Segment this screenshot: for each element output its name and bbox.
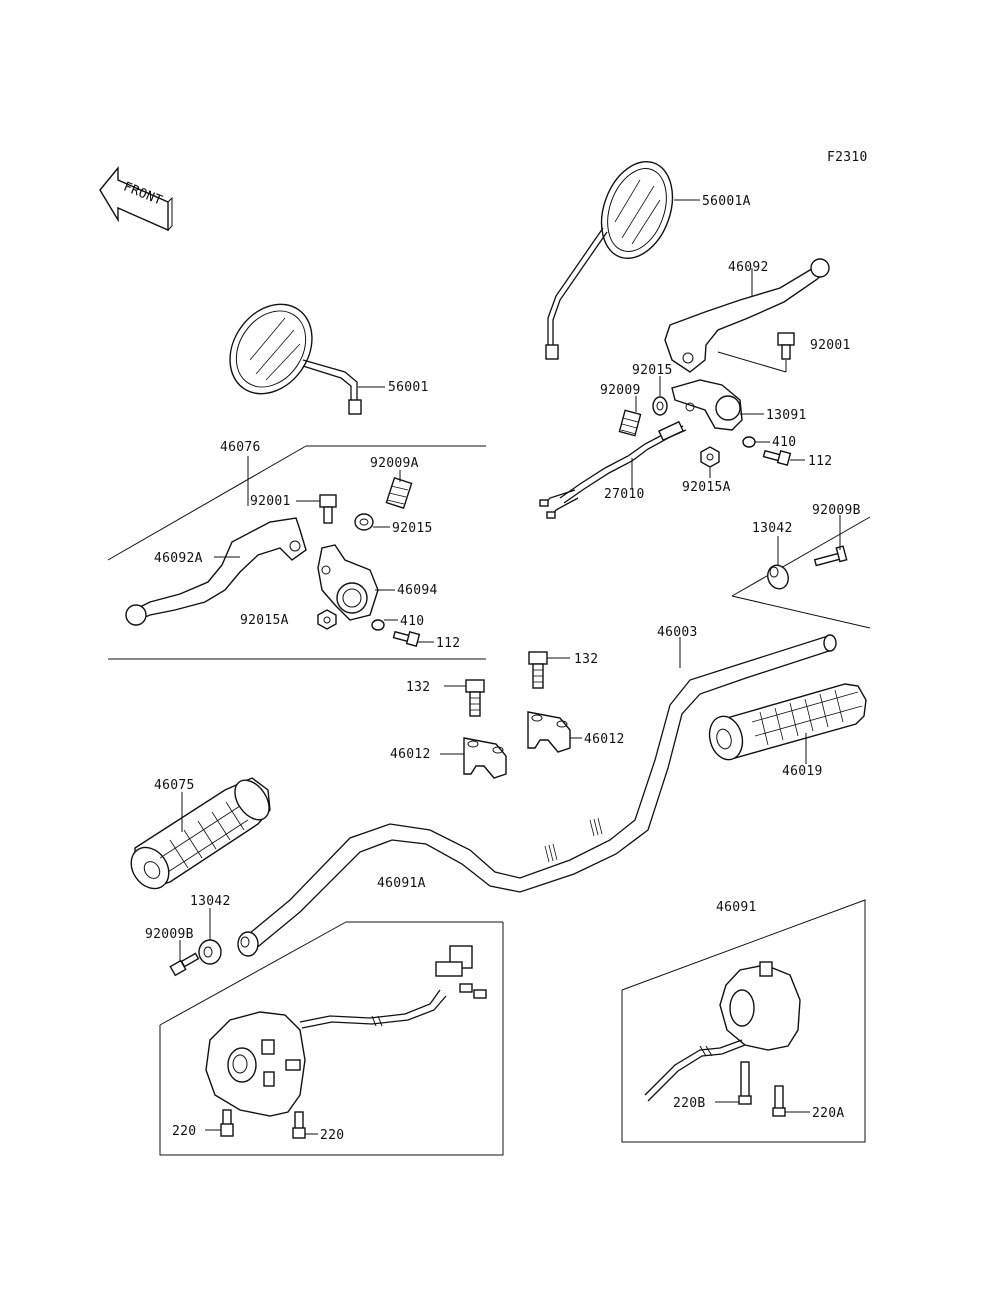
bolt-132-right — [528, 651, 548, 689]
label-92015-left: 92015 — [392, 521, 433, 536]
bracket-line-46076-top — [107, 445, 307, 561]
label-13042-left: 13042 — [190, 894, 231, 909]
label-46076: 46076 — [220, 440, 261, 455]
label-92009a: 92009A — [370, 456, 419, 471]
label-410-left: 410 — [400, 614, 424, 629]
handlebar-46003 — [237, 634, 837, 957]
label-92009b-right: 92009B — [812, 503, 861, 518]
label-46012-left: 46012 — [390, 747, 431, 762]
label-132-right: 132 — [574, 652, 598, 667]
label-13091: 13091 — [766, 408, 807, 423]
adjuster-92009-right — [618, 409, 642, 437]
label-92001-right: 92001 — [810, 338, 851, 353]
bolt-132-left — [465, 679, 485, 717]
holder-46012-right — [527, 711, 571, 753]
screw-92009b-left — [169, 952, 200, 977]
grip-46075 — [130, 777, 271, 890]
label-46091a: 46091A — [377, 876, 426, 891]
label-46094: 46094 — [397, 583, 438, 598]
switch-housing-right — [644, 961, 801, 1102]
label-410-right: 410 — [772, 435, 796, 450]
nut-92015-left — [354, 513, 374, 531]
label-46019: 46019 — [782, 764, 823, 779]
screw-92009b-right — [813, 545, 848, 567]
mirror-left-56001 — [229, 303, 362, 415]
bolt-92001-left — [319, 494, 337, 524]
label-46091: 46091 — [716, 900, 757, 915]
label-220-b: 220 — [320, 1128, 344, 1143]
switch-box-left-46091a — [159, 921, 504, 1156]
screw-220-b — [292, 1111, 306, 1139]
label-92015-right: 92015 — [632, 363, 673, 378]
screw-220b — [738, 1061, 752, 1105]
label-46092: 46092 — [728, 260, 769, 275]
bolt-92001-right — [777, 332, 795, 360]
label-112-left: 112 — [436, 636, 460, 651]
label-92009b-left: 92009B — [145, 927, 194, 942]
bolt-112-left — [392, 630, 421, 647]
label-92015a-left: 92015A — [240, 613, 289, 628]
label-220-a: 220 — [172, 1124, 196, 1139]
mirror-right-56001a — [545, 160, 674, 360]
front-arrow-icon: FRONT — [99, 166, 173, 232]
throttle-grip-46019 — [708, 683, 867, 761]
weight-13042-left — [198, 939, 222, 965]
nut-92015-right — [652, 396, 668, 416]
nut-92015a-left — [317, 609, 337, 630]
adjuster-92009a — [385, 476, 413, 510]
washer-410-left — [371, 619, 385, 631]
label-56001a: 56001A — [702, 194, 751, 209]
label-56001: 56001 — [388, 380, 429, 395]
figure-code: F2310 — [827, 150, 868, 165]
label-92015a-right: 92015A — [682, 480, 731, 495]
label-132-left: 132 — [406, 680, 430, 695]
label-220b: 220B — [673, 1096, 706, 1111]
label-92001-left: 92001 — [250, 494, 291, 509]
lever-46092a — [125, 517, 307, 626]
screw-220-a — [220, 1109, 234, 1137]
label-112-right: 112 — [808, 454, 832, 469]
label-46075: 46075 — [154, 778, 195, 793]
label-27010: 27010 — [604, 487, 645, 502]
washer-410-right — [742, 436, 756, 448]
holder-46012-left — [463, 737, 507, 779]
bracket-line-right-13042 — [731, 595, 871, 629]
switch-box-right-46091 — [621, 899, 866, 1143]
screw-220a — [772, 1085, 786, 1117]
weight-13042-right — [767, 564, 789, 590]
label-92009-right: 92009 — [600, 383, 641, 398]
nut-92015a-right — [700, 446, 720, 468]
bolt-112-right — [762, 449, 792, 466]
label-13042-right: 13042 — [752, 521, 793, 536]
lever-holder-13091 — [671, 379, 743, 431]
lever-holder-46094 — [317, 544, 379, 621]
switch-housing-left — [205, 945, 487, 1117]
switch-cable-27010 — [539, 420, 687, 519]
label-46092a: 46092A — [154, 551, 203, 566]
label-46012-right: 46012 — [584, 732, 625, 747]
label-46003: 46003 — [657, 625, 698, 640]
label-220a: 220A — [812, 1106, 845, 1121]
lever-46092 — [664, 258, 830, 373]
